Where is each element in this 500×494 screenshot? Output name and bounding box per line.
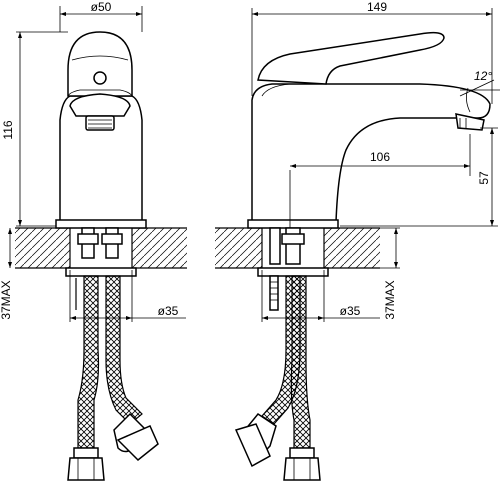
side-view: 149 12° 106 57 [215, 0, 500, 481]
front-fittings [65, 227, 137, 310]
side-dim-spout: 57 [340, 127, 498, 227]
front-dim-height: 116 [1, 31, 68, 227]
side-mount-label: 37MAX [383, 280, 397, 319]
side-spout-label: 57 [477, 171, 491, 185]
front-dim-hole: ø35 [69, 270, 186, 322]
front-dim-width: ø50 [59, 0, 143, 32]
side-dim-length: 149 [251, 0, 493, 104]
front-height-label: 116 [1, 120, 15, 139]
front-hoses [67, 275, 159, 481]
front-dim-mount: 37MAX [0, 228, 13, 320]
side-angle-label: 12° [474, 69, 492, 83]
front-hole-label: ø35 [158, 304, 179, 318]
front-width-label: ø50 [91, 0, 112, 14]
side-hole-label: ø35 [340, 304, 361, 318]
front-mount-label: 37MAX [0, 280, 13, 319]
side-dim-mount: 37MAX [380, 227, 400, 320]
side-hoses [234, 275, 321, 481]
side-dim-reach: 106 [289, 134, 471, 228]
side-length-label: 149 [367, 0, 387, 14]
front-countertop [15, 226, 187, 270]
side-dim-angle: 12° [459, 69, 500, 113]
front-view: ø50 116 37MAX ø35 [0, 0, 187, 481]
side-faucet-body [247, 31, 491, 229]
side-reach-label: 106 [370, 150, 390, 164]
front-faucet-body [55, 31, 147, 229]
side-dim-hole: ø35 [261, 270, 380, 322]
